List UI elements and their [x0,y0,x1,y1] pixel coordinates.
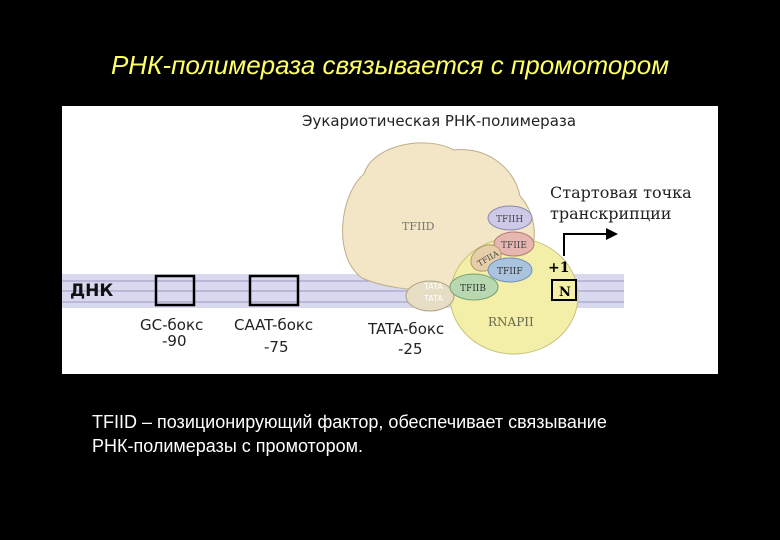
dna-label: ДНК [70,281,113,301]
caption: TFIID – позиционирующий фактор, обеспечи… [92,410,732,458]
gc-box-position: -90 [162,332,187,350]
tfiih-label: TFIIH [496,215,523,225]
tfiib-factor [449,273,499,301]
caat-box-position: -75 [264,338,289,356]
tfiib-label: TFIIB [460,284,486,294]
tfiie-factor [493,231,535,257]
start-site-box [551,279,577,301]
tata-seq-top: TATA [423,282,443,291]
rnapii-label: RNAPII [488,315,534,329]
plus-one-label: +1 [548,260,569,276]
start-point-label-line2: транскрипции [550,204,671,223]
slide-title: РНК-полимераза связывается с промотором [110,50,670,80]
tata-box-position: -25 [398,340,423,358]
tfiif-label: TFIIF [497,267,523,277]
promoter-diagram: Эукариотическая РНК-полимераза ДНК TFIID… [62,106,718,374]
tfiif-factor [487,257,533,283]
start-point-label-line1: Стартовая точка [550,183,692,202]
tata-box-label: TATA-бокс [367,320,444,338]
caption-line-1: TFIID – позиционирующий фактор, обеспечи… [92,412,607,432]
transcription-arrow [563,233,606,256]
tfiih-factor [487,205,533,231]
gc-box [154,274,196,307]
tata-seq-bottom: TATA [423,294,443,303]
caat-box-label: CAAT-бокс [234,316,313,334]
start-site-n: N [559,285,571,300]
gc-box-label: GC-бокс [140,316,203,334]
caption-line-2: РНК-полимеразы с промотором. [92,436,364,456]
tfiie-label: TFIIE [501,241,527,251]
caat-box [248,274,300,307]
tbp-domain [405,280,455,312]
tfiid-label: TFIID [402,220,435,233]
diagram-heading: Эукариотическая РНК-полимераза [302,112,576,130]
arrow-head-icon [606,228,618,240]
